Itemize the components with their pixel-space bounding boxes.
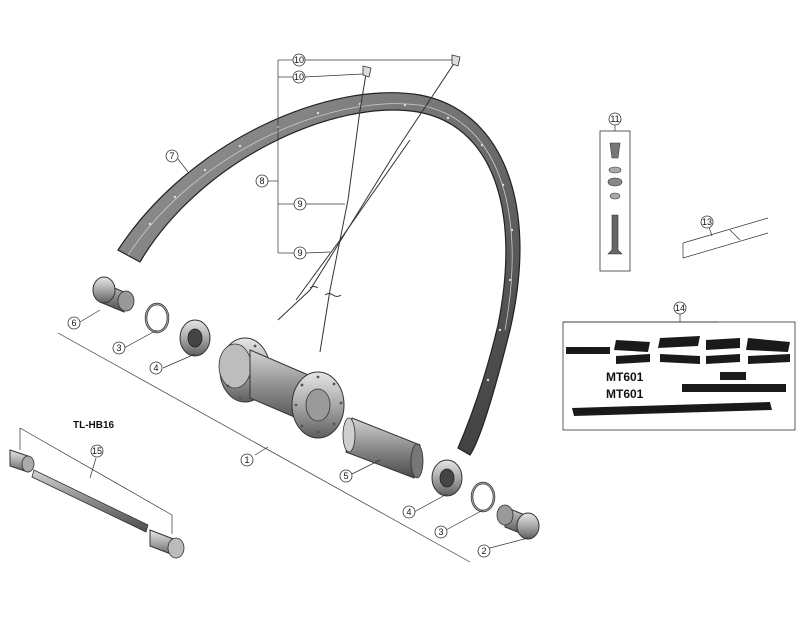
- callout-10-lower: 10: [292, 70, 306, 84]
- callout-4-right: 4: [402, 505, 416, 519]
- callout-10-upper-label: 10: [294, 55, 304, 65]
- callout-5-label: 5: [343, 471, 348, 481]
- callout-14-label: 14: [675, 303, 685, 313]
- bearing-right: [431, 459, 463, 497]
- callout-9-lower: 9: [293, 246, 307, 260]
- callout-10-lower-label: 10: [294, 72, 304, 82]
- callout-9-upper: 9: [293, 197, 307, 211]
- callout-2: 2: [477, 544, 491, 558]
- callout-5: 5: [339, 469, 353, 483]
- callout-1-label: 1: [244, 455, 249, 465]
- callout-1: 1: [240, 453, 254, 467]
- callout-3-right-label: 3: [438, 527, 443, 537]
- tool-tl-hb16: [9, 449, 185, 559]
- callout-3-right: 3: [434, 525, 448, 539]
- end-cap-left: [92, 276, 135, 313]
- rim: [117, 92, 521, 456]
- spacer-right: [470, 481, 496, 513]
- decal-brand: SHIMANO: [568, 348, 591, 354]
- callout-15-label: 15: [92, 446, 102, 456]
- callout-9-upper-label: 9: [297, 199, 302, 209]
- tool-label: TL-HB16: [73, 420, 115, 431]
- callout-7-label: 7: [169, 151, 174, 161]
- callout-9-lower-label: 9: [297, 248, 302, 258]
- callout-14: 14: [673, 301, 687, 315]
- valve-kit-box: [599, 130, 631, 272]
- callouts: 1 2 3 3 4 4 5 6 7 8 9 9 10 10 11 13 14 1…: [67, 53, 714, 558]
- callout-8: 8: [255, 174, 269, 188]
- callout-10-upper: 10: [292, 53, 306, 67]
- leader-lines: [19, 59, 718, 563]
- callout-2-label: 2: [481, 546, 486, 556]
- callout-13: 13: [700, 215, 714, 229]
- callout-3-left: 3: [112, 341, 126, 355]
- callout-6-label: 6: [71, 318, 76, 328]
- decal-model-a: MT601: [606, 370, 644, 384]
- decal-fine-print: Check tire pressure: [640, 407, 675, 412]
- spoke-nipples: [362, 54, 461, 78]
- bearing-left: [179, 319, 211, 357]
- decal-set-box: SHIMANO MT601 MT601 WARNING Check tire p…: [562, 321, 796, 431]
- hub-axle: [342, 417, 424, 479]
- callout-11-label: 11: [610, 114, 619, 124]
- rim-tape: [682, 217, 769, 259]
- callout-6: 6: [67, 316, 81, 330]
- spacer-left: [144, 302, 170, 334]
- end-cap-right: [496, 504, 540, 540]
- callout-4-left: 4: [149, 361, 163, 375]
- callout-8-label: 8: [259, 176, 264, 186]
- callout-3-left-label: 3: [116, 343, 121, 353]
- callout-11: 11: [608, 112, 622, 126]
- spokes: [277, 61, 456, 353]
- callout-7: 7: [165, 149, 179, 163]
- callout-13-label: 13: [702, 217, 712, 227]
- callout-15: 15: [90, 444, 104, 458]
- callout-4-right-label: 4: [406, 507, 411, 517]
- decal-model-b: MT601: [606, 387, 644, 401]
- decal-warning: WARNING: [580, 409, 604, 415]
- hub-body: [218, 337, 345, 439]
- callout-4-left-label: 4: [153, 363, 158, 373]
